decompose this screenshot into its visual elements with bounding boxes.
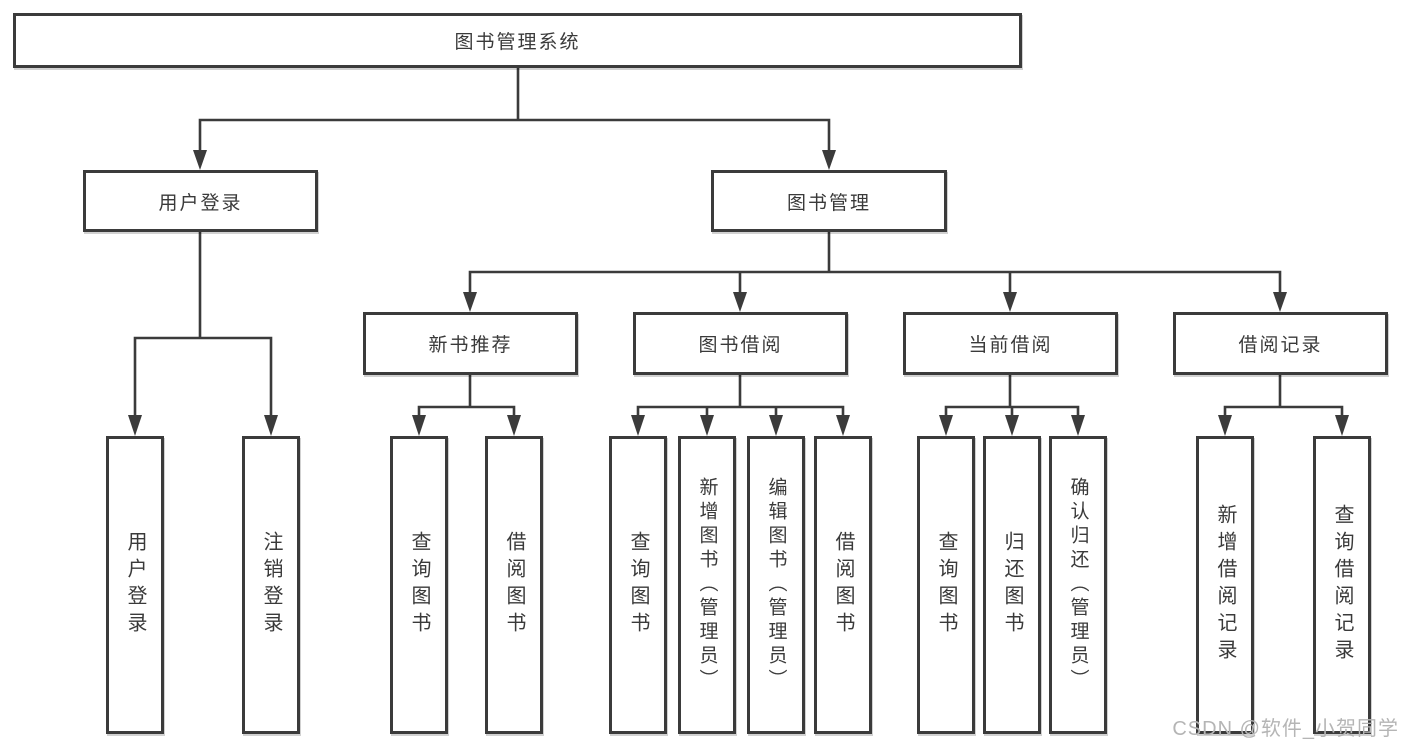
node-new-book-recommend: 新书推荐 bbox=[363, 312, 578, 375]
node-library-system-label: 图书管理系统 bbox=[454, 32, 581, 53]
arrow-icon bbox=[700, 415, 714, 436]
arrow-icon bbox=[507, 415, 521, 436]
leaf-add-books-admin: 新增图书（管理员） bbox=[678, 436, 736, 734]
leaf-add-books-admin-label: 新增图书（管理员） bbox=[696, 477, 718, 693]
leaf-query-books-current: 查询图书 bbox=[917, 436, 975, 734]
arrow-icon bbox=[836, 415, 850, 436]
node-user-login-module: 用户登录 bbox=[83, 170, 318, 232]
leaf-borrow-books: 借阅图书 bbox=[814, 436, 872, 734]
arrow-icon bbox=[1071, 415, 1085, 436]
leaf-query-books-recommend-label: 查询图书 bbox=[408, 531, 430, 639]
node-new-book-recommend-label: 新书推荐 bbox=[428, 335, 513, 356]
arrow-icon bbox=[939, 415, 953, 436]
arrow-icon bbox=[769, 415, 783, 436]
leaf-borrow-books-recommend-label: 借阅图书 bbox=[503, 531, 525, 639]
leaf-borrow-books-recommend: 借阅图书 bbox=[485, 436, 543, 734]
node-book-management-label: 图书管理 bbox=[786, 192, 871, 214]
arrow-icon bbox=[822, 150, 836, 170]
arrow-icon bbox=[1218, 415, 1232, 436]
leaf-query-books-current-label: 查询图书 bbox=[935, 531, 957, 639]
node-current-borrowing: 当前借阅 bbox=[903, 312, 1118, 375]
arrow-icon bbox=[128, 415, 142, 436]
leaf-logout: 注销登录 bbox=[242, 436, 300, 734]
leaf-add-borrow-record-label: 新增借阅记录 bbox=[1214, 504, 1236, 666]
arrow-icon bbox=[1335, 415, 1349, 436]
leaf-add-borrow-record: 新增借阅记录 bbox=[1196, 436, 1254, 734]
leaf-user-login: 用户登录 bbox=[106, 436, 164, 734]
leaf-user-login-label: 用户登录 bbox=[124, 531, 146, 639]
node-borrowing-records: 借阅记录 bbox=[1173, 312, 1388, 375]
node-book-borrowing: 图书借阅 bbox=[633, 312, 848, 375]
leaf-query-books-borrowing-label: 查询图书 bbox=[627, 531, 649, 639]
leaf-query-borrow-record: 查询借阅记录 bbox=[1313, 436, 1371, 734]
arrow-icon bbox=[631, 415, 645, 436]
arrow-icon bbox=[193, 150, 207, 170]
node-book-borrowing-label: 图书借阅 bbox=[698, 335, 783, 356]
leaf-confirm-return-admin-label: 确认归还（管理员） bbox=[1067, 477, 1089, 693]
node-user-login-module-label: 用户登录 bbox=[158, 192, 243, 214]
node-borrowing-records-label: 借阅记录 bbox=[1238, 335, 1323, 356]
node-library-system: 图书管理系统 bbox=[13, 13, 1022, 68]
leaf-edit-books-admin-label: 编辑图书（管理员） bbox=[765, 477, 787, 693]
leaf-borrow-books-label: 借阅图书 bbox=[832, 531, 854, 639]
arrow-icon bbox=[463, 292, 477, 312]
arrow-icon bbox=[1273, 292, 1287, 312]
arrow-icon bbox=[1003, 292, 1017, 312]
node-book-management: 图书管理 bbox=[711, 170, 947, 232]
leaf-query-borrow-record-label: 查询借阅记录 bbox=[1331, 504, 1353, 666]
leaf-confirm-return-admin: 确认归还（管理员） bbox=[1049, 436, 1107, 734]
leaf-return-books-label: 归还图书 bbox=[1001, 531, 1023, 639]
leaf-query-books-borrowing: 查询图书 bbox=[609, 436, 667, 734]
arrow-icon bbox=[412, 415, 426, 436]
node-current-borrowing-label: 当前借阅 bbox=[968, 335, 1053, 356]
csdn-watermark: CSDN @软件_小贺同学 bbox=[1172, 718, 1399, 740]
arrow-icon bbox=[264, 415, 278, 436]
arrow-icon bbox=[733, 292, 747, 312]
arrow-icon bbox=[1005, 415, 1019, 436]
leaf-query-books-recommend: 查询图书 bbox=[390, 436, 448, 734]
leaf-return-books: 归还图书 bbox=[983, 436, 1041, 734]
leaf-edit-books-admin: 编辑图书（管理员） bbox=[747, 436, 805, 734]
arrowheads bbox=[128, 150, 1349, 436]
leaf-logout-label: 注销登录 bbox=[260, 531, 282, 639]
